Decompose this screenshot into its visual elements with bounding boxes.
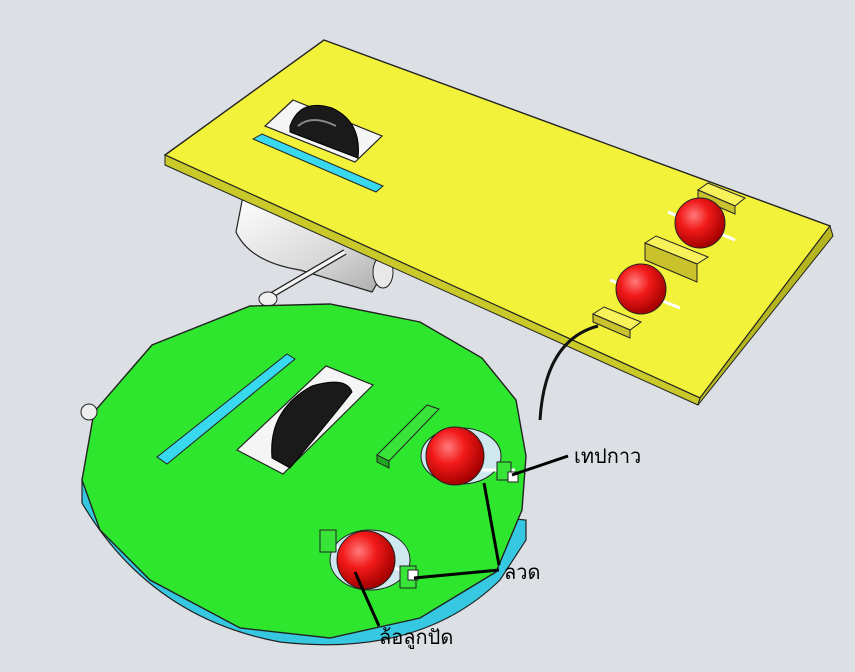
motor-assembly (235, 195, 394, 307)
upper-slot-strip (251, 133, 384, 193)
lower-wheel-icon (271, 381, 353, 469)
upper-ball-2-icon (615, 263, 667, 315)
leader-wire-2 (413, 568, 500, 580)
label-ball-wheel: ล้อลูกปัด (379, 625, 453, 650)
label-wire: ลวด (504, 560, 540, 584)
leader-wire-1 (482, 482, 501, 566)
motor-shaft (269, 250, 346, 298)
lower-ball-1-icon (425, 426, 485, 486)
upper-board-side-edge (697, 224, 834, 406)
lower-slot-strip (156, 353, 296, 465)
motor-shaft-coupler (258, 291, 278, 307)
upper-ball-brackets (591, 182, 746, 339)
upper-ball-1-icon (674, 197, 726, 249)
leader-ball-wheel (353, 571, 381, 627)
lower-board-knob (80, 403, 98, 421)
lower-ball-2-icon (336, 530, 396, 590)
lower-board (80, 303, 527, 646)
wire-clip-2 (319, 529, 419, 589)
leader-lines (353, 454, 569, 627)
wire-clip-1 (496, 461, 519, 483)
leader-tape (511, 454, 569, 477)
tape-strip (538, 324, 599, 421)
wheel-icon (289, 104, 359, 159)
label-tape: เทปกาว (574, 444, 641, 468)
lower-board-top (81, 303, 527, 639)
